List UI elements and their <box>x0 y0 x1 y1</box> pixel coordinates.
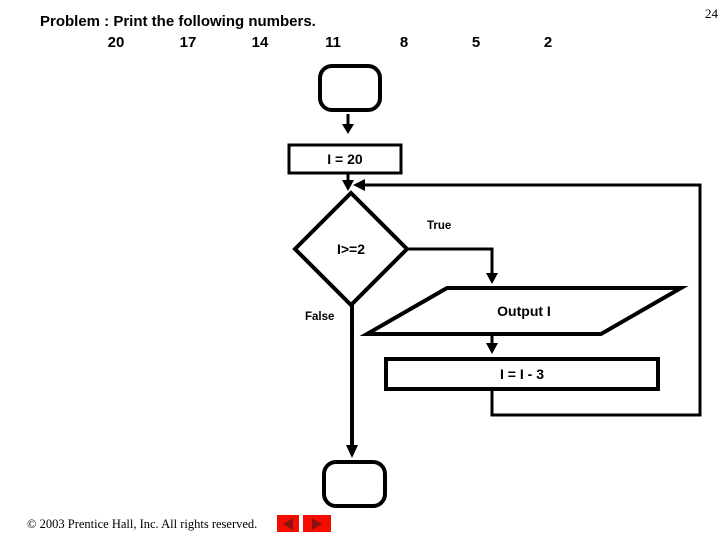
init-box <box>287 143 403 175</box>
right-triangle-icon <box>312 517 322 530</box>
nav-forward-button[interactable] <box>303 515 331 532</box>
start-to-init-arrowhead <box>342 124 354 134</box>
number-item: 14 <box>251 34 269 51</box>
number-item: 5 <box>471 34 481 51</box>
false-branch-label: False <box>305 311 335 323</box>
output-parallelogram <box>359 286 689 336</box>
decision-diamond-label: I>=2 <box>336 241 366 257</box>
end-terminal <box>322 460 387 508</box>
true-branch-arrowhead <box>486 273 498 284</box>
slide-number: 24 <box>705 6 718 21</box>
init-to-decision-arrowhead <box>342 180 354 191</box>
start-terminal <box>318 64 382 112</box>
copyright-text: © 2003 Prentice Hall, Inc. All rights re… <box>27 517 258 531</box>
true-branch-label: True <box>427 220 452 232</box>
nav-back-button[interactable] <box>277 515 299 532</box>
output-to-update-arrowhead <box>486 343 498 354</box>
loop-back-line <box>363 183 702 417</box>
output-parallelogram-label: Output I <box>497 303 551 319</box>
number-item: 11 <box>325 34 341 51</box>
number-item: 8 <box>399 34 409 51</box>
number-item: 2 <box>543 34 553 51</box>
slide-title: Problem : Print the following numbers. <box>40 13 316 30</box>
number-item: 20 <box>107 34 125 51</box>
number-item: 17 <box>179 34 197 51</box>
update-box <box>384 357 660 391</box>
false-branch-arrowhead <box>346 445 358 458</box>
update-box-label: I = I - 3 <box>500 366 544 382</box>
init-box-label: I = 20 <box>327 151 363 167</box>
left-triangle-icon <box>283 517 293 530</box>
true-branch-line <box>407 247 494 274</box>
loop-arrowhead <box>353 179 365 191</box>
